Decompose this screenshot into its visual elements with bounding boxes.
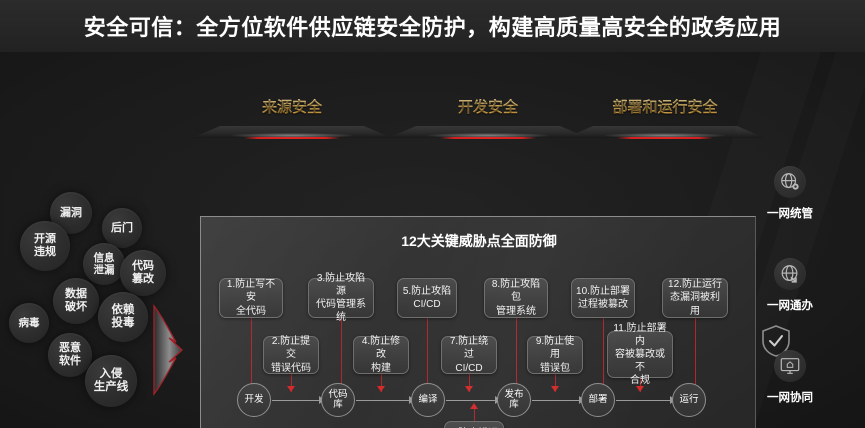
rail-item-3[interactable]: 一网协同 — [753, 350, 827, 405]
threat-connector — [291, 374, 292, 392]
threat-bubble: 信息泄漏 — [83, 243, 125, 285]
threat-card-12: 12.防止运行态漏洞被利用 — [662, 278, 728, 318]
threat-connector — [341, 318, 342, 392]
pedestal-red-line — [440, 137, 536, 139]
page-title: 安全可信：全方位软件供应链安全防护，构建高质量高安全的政务应用 — [83, 15, 782, 40]
threat-bubble: 病毒 — [9, 303, 49, 343]
rail-item-label: 一网通办 — [767, 300, 813, 312]
slide-header-bar: 安全可信：全方位软件供应链安全防护，构建高质量高安全的政务应用 — [0, 0, 865, 52]
pipeline-node-5: 部署 — [581, 383, 615, 417]
threat-connector-arrowhead — [470, 403, 478, 409]
section-header-label: 开发安全 — [388, 96, 588, 117]
pipeline-node-2: 代码库 — [321, 383, 355, 417]
section-header-label: 部署和运行安全 — [565, 96, 765, 117]
threat-card-4: 4.防止修改构建 — [353, 336, 409, 374]
pedestal-glow — [232, 133, 352, 138]
pipeline-node-1: 开发 — [237, 383, 271, 417]
threat-connector — [603, 318, 604, 392]
threat-connector — [474, 409, 475, 421]
threat-connector-arrowhead — [377, 386, 385, 392]
pipeline-connector — [356, 400, 409, 401]
pipeline-node-4: 发布库 — [497, 383, 531, 417]
section-header-label: 来源安全 — [192, 96, 392, 117]
threat-bubble: 数据破坏 — [53, 278, 99, 324]
threat-connector — [640, 378, 641, 392]
pedestal-glow — [428, 133, 548, 138]
threat-connector — [516, 318, 517, 392]
slide-stage: 来源安全开发安全部署和运行安全 漏洞后门开源违规信息泄漏代码篡改数据破坏依赖投毒… — [0, 52, 865, 428]
threat-connector-arrowhead — [465, 386, 473, 392]
globe-arrow-icon — [774, 258, 806, 290]
pipeline-connector — [446, 400, 495, 401]
threat-card-1: 1.防止写不安全代码 — [219, 278, 283, 318]
threat-connector — [555, 374, 556, 392]
pedestal-glow — [605, 133, 725, 138]
threat-bubble: 恶意软件 — [48, 333, 92, 377]
pipeline-connector — [616, 400, 670, 401]
section-header-2: 开发安全 — [388, 96, 588, 140]
threat-bubble: 代码篡改 — [120, 250, 166, 296]
threat-bubble: 依赖投毒 — [98, 292, 148, 342]
threat-connector — [695, 318, 696, 392]
pipeline-connector — [272, 400, 319, 401]
pedestal-red-line — [617, 137, 713, 139]
threat-connector — [469, 374, 470, 392]
threat-connector — [251, 318, 252, 392]
pipeline-node-3: 编译 — [411, 383, 445, 417]
threat-card-9: 9.防止使用错误包 — [527, 336, 583, 374]
threat-connector-arrowhead — [287, 386, 295, 392]
pipeline-connector — [532, 400, 579, 401]
threat-bubble: 后门 — [102, 208, 142, 248]
section-pedestal — [192, 122, 392, 140]
red-funnel-arrow-icon — [152, 302, 198, 398]
threat-card-2: 2.防止提交错误代码 — [263, 336, 319, 374]
threat-bubble: 入侵生产线 — [85, 355, 137, 407]
section-pedestal — [565, 122, 765, 140]
monitor-share-icon — [774, 350, 806, 382]
threat-connector-arrowhead — [636, 386, 644, 392]
rail-item-label: 一网协同 — [767, 392, 813, 404]
threat-card-11: 11.防止部署内容被篡改或不合规 — [607, 323, 673, 386]
threat-connector-arrowhead — [551, 386, 559, 392]
threat-card-8: 8.防止攻陷包管理系统 — [484, 278, 548, 318]
globe-gear-icon — [774, 166, 806, 198]
section-pedestal — [388, 122, 588, 140]
section-header-3: 部署和运行安全 — [565, 96, 765, 140]
rail-item-2[interactable]: 一网通办 — [753, 258, 827, 313]
section-header-1: 来源安全 — [192, 96, 392, 140]
pedestal-red-line — [244, 137, 340, 139]
threat-card-3: 3.防止攻陷源代码管理系统 — [308, 273, 374, 323]
threat-bubble: 开源违规 — [20, 221, 70, 271]
threat-card-6: 6.防止错误依赖 — [444, 421, 504, 428]
threat-connector — [381, 374, 382, 392]
panel-title: 12大关键威胁点全面防御 — [401, 233, 557, 249]
threat-connector — [427, 318, 428, 392]
threat-card-10: 10.防止部署过程被篡改 — [571, 278, 635, 318]
pipeline-node-6: 运行 — [672, 383, 706, 417]
defense-panel: 12大关键威胁点全面防御 1.防止写不安全代码 3.防止攻陷源代码管理系统 5.防止… — [200, 216, 756, 428]
rail-item-1[interactable]: 一网统管 — [753, 166, 827, 221]
rail-item-label: 一网统管 — [767, 208, 813, 220]
